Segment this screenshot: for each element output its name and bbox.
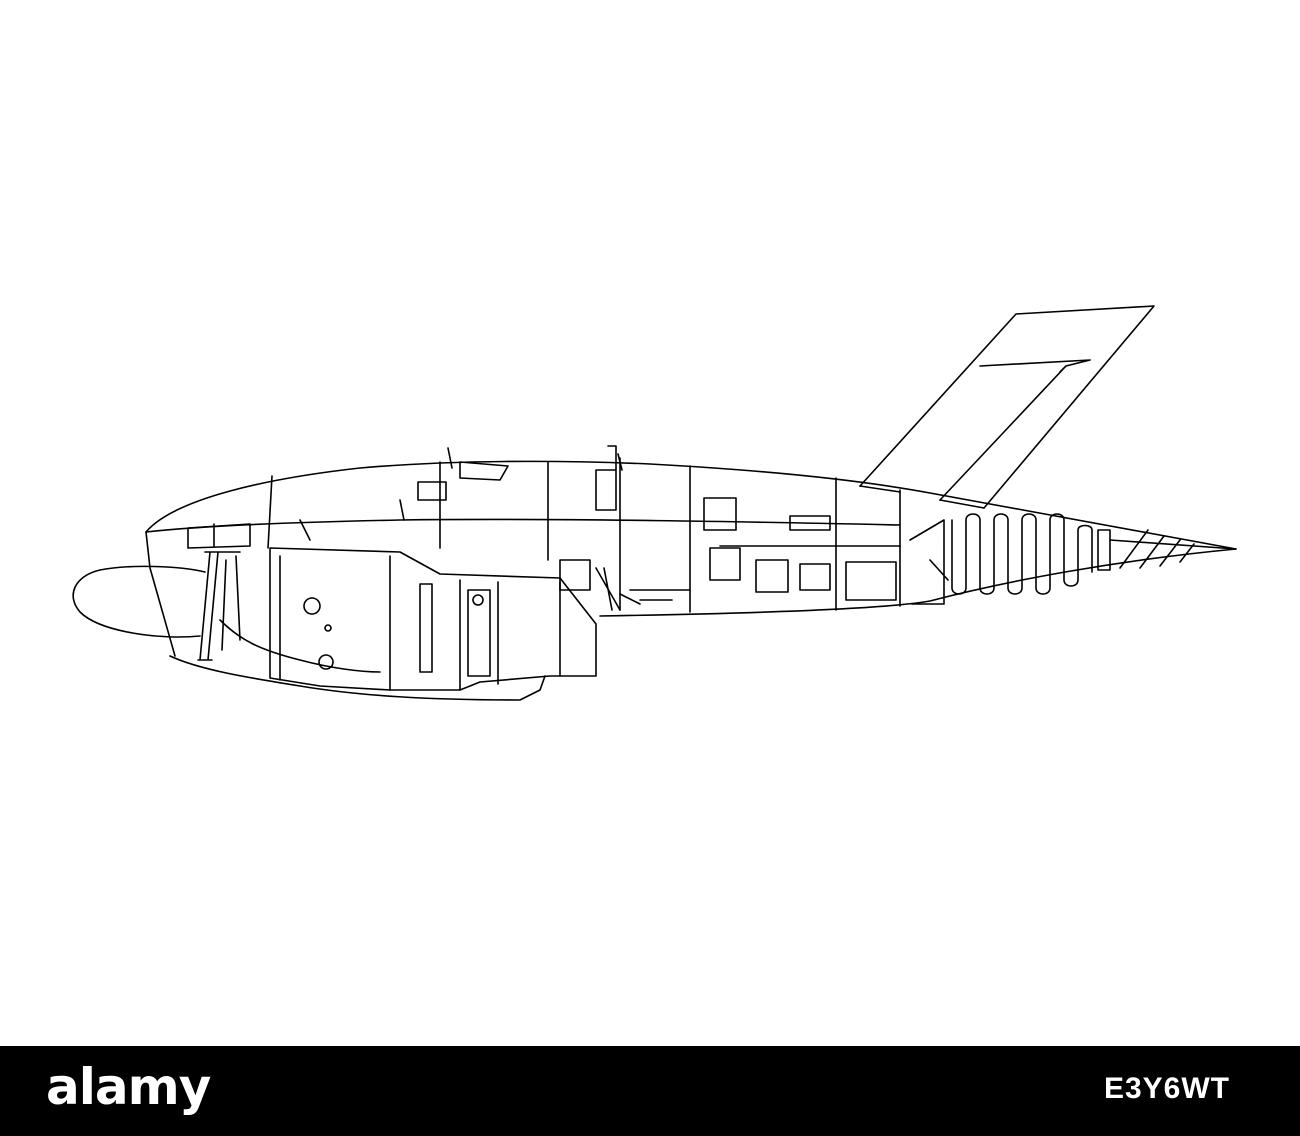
- fitting-bolt-rear: [472, 594, 484, 606]
- forward-struts: [197, 551, 241, 661]
- nose-cone: [72, 565, 206, 638]
- line-drawing-area: [72, 305, 1237, 701]
- aircraft-cutaway-drawing: [72, 305, 1237, 701]
- coil-spring: [951, 513, 1093, 595]
- forward-box: [187, 523, 251, 549]
- brand-logo: alamy: [46, 1058, 211, 1116]
- fitting-bolt-small: [324, 624, 332, 632]
- tail-fin: [859, 305, 1155, 509]
- skin-details: [299, 447, 641, 605]
- belly-outline: [169, 655, 546, 701]
- watermark-footer-bar: alamy E3Y6WT: [0, 1046, 1300, 1136]
- forward-cabling: [219, 619, 381, 673]
- fin-root-lines: [859, 485, 985, 509]
- engine-pod: [269, 547, 597, 691]
- fitting-bolt: [303, 597, 321, 615]
- tail-cone-hatching: [1109, 529, 1237, 569]
- spine-line: [145, 518, 901, 533]
- fuselage-frames: [267, 457, 901, 613]
- fitting-bolt-lower: [318, 654, 334, 670]
- aft-mechanism: [909, 519, 1111, 605]
- image-id-label: E3Y6WT: [1103, 1072, 1230, 1105]
- aft-electronics: [703, 497, 901, 601]
- mid-body-details: [559, 559, 691, 611]
- lower-body-line: [145, 531, 176, 657]
- upper-equipment: [417, 445, 617, 511]
- engine-pod-bracket: [419, 583, 491, 677]
- engine-pod-inner: [279, 555, 561, 691]
